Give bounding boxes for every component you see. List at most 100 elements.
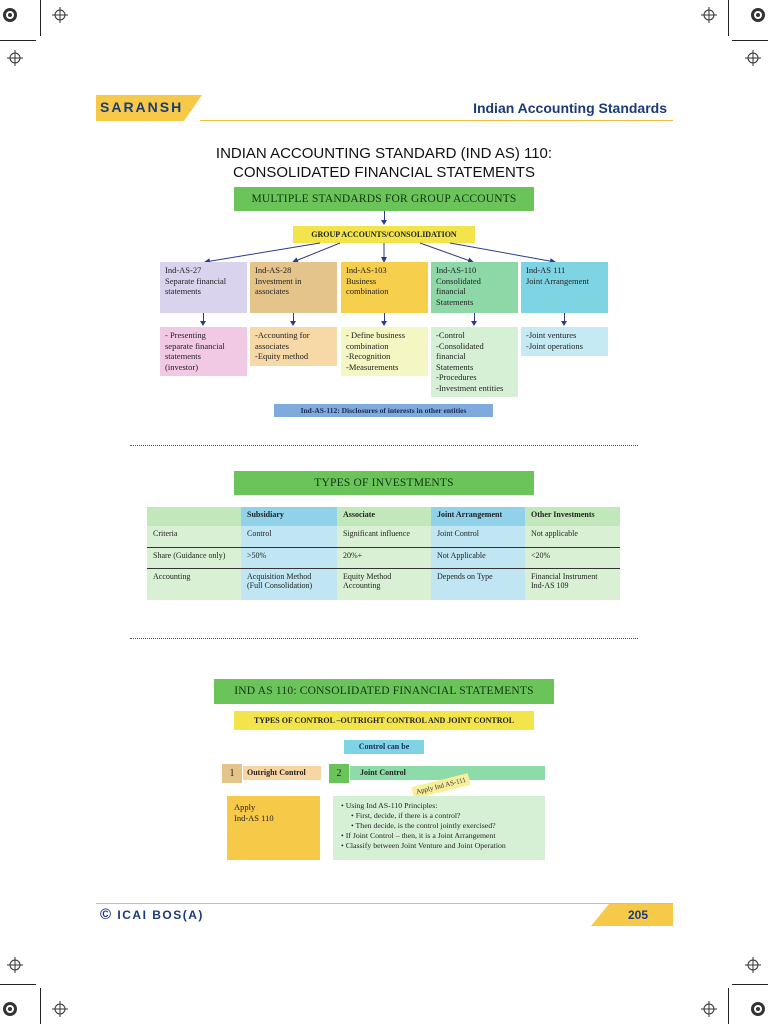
brand-tab-tip — [184, 95, 202, 121]
header-rule — [200, 120, 673, 121]
standard-desc: statements — [165, 286, 201, 296]
table-header-cell — [147, 507, 241, 526]
sub-bullet-item: • First, decide, if there is a control? — [351, 811, 461, 820]
detail-line: -Measurements — [346, 361, 399, 372]
standard-code: Ind-AS 111 — [526, 265, 566, 275]
bullet-text: Classify between Joint Venture and Joint… — [345, 841, 506, 850]
fan-out-arrows — [204, 242, 556, 264]
disclosure-banner: Ind-AS-112: Disclosures of interests in … — [274, 404, 493, 417]
table-cell: Criteria — [147, 526, 241, 547]
detail-line: -Joint operations — [526, 340, 583, 351]
group-accounts-banner: MULTIPLE STANDARDS FOR GROUP ACCOUNTS — [234, 187, 534, 211]
page-tab — [609, 904, 673, 926]
connector-arrow-head — [290, 321, 296, 326]
apply-line: Ind-AS 110 — [234, 812, 274, 823]
brand-label: SARANSH — [100, 99, 184, 115]
ind-as-110-banner: IND AS 110: CONSOLIDATED FINANCIAL STATE… — [214, 679, 554, 704]
detail-line: combination — [346, 340, 389, 351]
table-header-cell: Subsidiary — [241, 507, 337, 526]
standard-desc: Joint Arrangement — [526, 275, 590, 286]
bullet-text: If Joint Control – then, it is a Joint A… — [345, 831, 496, 840]
cell-text: Financial Instrument — [531, 571, 598, 581]
table-header-cell: Other Investments — [525, 507, 620, 526]
cell-text: Accounting — [153, 571, 191, 581]
table-header-cell: Joint Arrangement — [431, 507, 525, 526]
standard-ind-as-27: Ind-AS-27 Separate financial statements — [160, 262, 247, 313]
detail-line: financial — [436, 351, 466, 361]
brand-tab — [96, 95, 184, 121]
cell-text: Acquisition Method — [247, 571, 312, 581]
bullet-text: Using Ind AS-110 Principles: — [345, 801, 438, 810]
detail-ind-as-28: -Accounting for associates -Equity metho… — [250, 327, 337, 366]
detail-line: -Joint ventures — [526, 330, 577, 340]
detail-line: (investor) — [165, 361, 199, 372]
option-number-badge: 1 — [222, 764, 242, 783]
standard-desc: combination — [346, 286, 389, 296]
standard-desc: Statements — [436, 296, 474, 307]
cell-subtext: Ind-AS 109 — [531, 580, 569, 590]
standard-desc: Business — [346, 275, 377, 286]
detail-line: - Presenting — [165, 330, 206, 340]
detail-line: -Consolidated — [436, 340, 484, 351]
connector-arrow-head — [471, 321, 477, 326]
standard-ind-as-110: Ind-AS-110 Consolidated financial Statem… — [431, 262, 518, 313]
connector-arrow — [474, 313, 475, 323]
standard-code: Ind-AS-110 — [436, 265, 477, 275]
standard-desc: associates — [255, 286, 289, 296]
crosshair-icon — [701, 1001, 717, 1017]
dotted-divider — [130, 638, 638, 639]
page-number: 205 — [628, 908, 649, 922]
section-title: Indian Accounting Standards — [473, 100, 667, 116]
crosshair-icon — [52, 7, 68, 23]
consolidation-banner: GROUP ACCOUNTS/CONSOLIDATION — [293, 226, 475, 243]
table-row: Criteria Control Significant influence J… — [147, 526, 620, 547]
types-of-control-banner: TYPES OF CONTROL –OUTRIGHT CONTROL AND J… — [234, 711, 534, 730]
detail-ind-as-111: -Joint ventures -Joint operations — [521, 327, 608, 356]
registration-circle-icon — [751, 8, 765, 22]
detail-ind-as-110: -Control -Consolidated financial Stateme… — [431, 327, 518, 397]
table-cell: Not Applicable — [431, 547, 525, 568]
bullet-text: First, decide, if there is a control? — [355, 811, 461, 820]
standard-code: Ind-AS-28 — [255, 265, 292, 275]
footer-rule — [96, 903, 673, 904]
detail-line: statements — [165, 351, 201, 361]
table-cell: Control — [241, 526, 337, 547]
table-cell: Share (Guidance only) — [147, 547, 241, 568]
registration-circle-icon — [3, 8, 17, 22]
standard-desc: Investment in — [255, 275, 302, 286]
registration-circle-icon — [3, 1002, 17, 1016]
page-title-line2: CONSOLIDATED FINANCIAL STATEMENTS — [233, 164, 535, 181]
detail-line: -Recognition — [346, 351, 391, 361]
investments-table: Subsidiary Associate Joint Arrangement O… — [147, 507, 620, 600]
table-cell: <20% — [525, 547, 620, 568]
crosshair-icon — [7, 957, 23, 973]
detail-line: -Investment entities — [436, 382, 504, 393]
joint-control-steps-box: • Using Ind AS-110 Principles: • First, … — [333, 796, 545, 860]
apply-line: Apply — [234, 802, 256, 812]
standard-ind-as-28: Ind-AS-28 Investment in associates — [250, 262, 337, 313]
standard-code: Ind-AS-103 — [346, 265, 387, 275]
standard-code: Ind-AS-27 — [165, 265, 202, 275]
connector-arrow-head — [561, 321, 567, 326]
table-cell: 20%+ — [337, 547, 431, 568]
table-cell: Acquisition Method(Full Consolidation) — [241, 568, 337, 600]
crosshair-icon — [7, 50, 23, 66]
table-cell: >50% — [241, 547, 337, 568]
crosshair-icon — [701, 7, 717, 23]
cell-subtext: (Full Consolidation) — [247, 580, 313, 590]
joint-control-label: Joint Control — [350, 766, 545, 780]
detail-ind-as-27: - Presenting separate financial statemen… — [160, 327, 247, 376]
standard-desc: Separate financial — [165, 275, 227, 286]
table-cell: Not applicable — [525, 526, 620, 547]
connector-arrow — [293, 313, 294, 323]
crosshair-icon — [52, 1001, 68, 1017]
connector-arrow — [203, 313, 204, 323]
connector-arrow — [384, 313, 385, 323]
page-tab-tip — [591, 904, 609, 926]
option-number-badge: 2 — [329, 764, 349, 783]
connector-arrow-head — [200, 321, 206, 326]
connector-arrow-head — [381, 321, 387, 326]
detail-line: associates — [255, 340, 289, 351]
